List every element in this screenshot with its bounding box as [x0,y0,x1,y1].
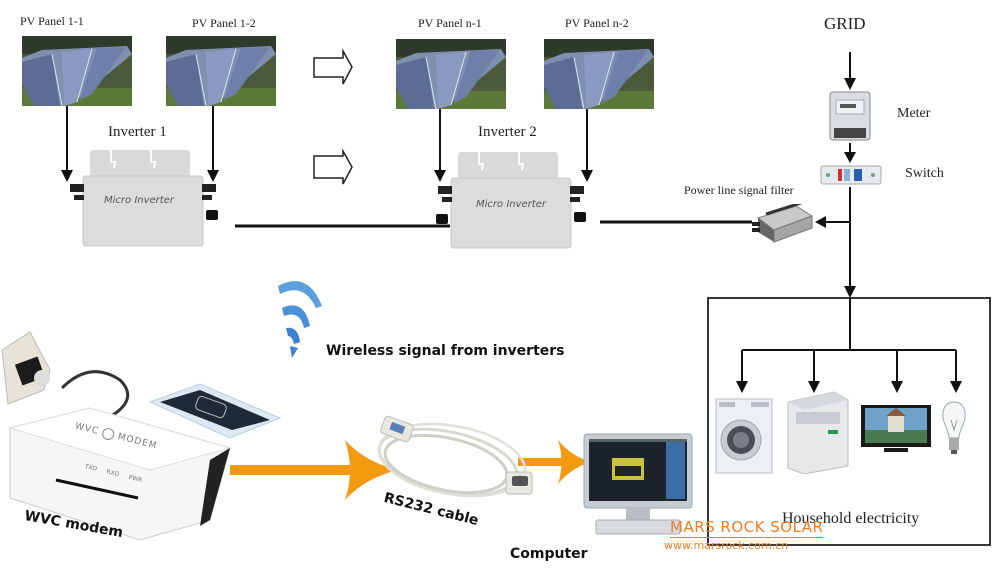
rs232-cable-icon [377,415,533,498]
meter-label: Meter [897,106,931,121]
top-load-washer-icon [787,391,849,474]
solar-panel-image [166,36,276,106]
computer-label: Computer [510,546,588,562]
panel-label-n-2: PV Panel n-2 [565,16,629,30]
arrowhead [61,170,73,182]
hollow-arrow-mid [313,148,353,185]
orange-arrow-cable-shaft [518,458,568,466]
modem-logo-icon [101,426,116,442]
arrowhead [808,381,820,393]
watermark-brand: MARS ROCK SOLAR [670,518,824,538]
arrowhead [815,216,826,228]
arrowhead [950,381,962,393]
arrowhead [736,381,748,393]
arrowhead [581,170,593,182]
arrowhead [844,152,856,163]
micro-inverter-icon [70,150,218,247]
filter-label: Power line signal filter [684,183,794,197]
panel-label-1-1: PV Panel 1-1 [20,14,84,28]
wireless-signal-icon [278,281,322,358]
inverter-1-title: Inverter 1 [108,124,167,140]
grid-label: GRID [824,14,866,33]
orange-arrow-modem-shaft [230,465,370,475]
inverter-device-text: Micro Inverter [476,199,546,210]
panel-label-1-2: PV Panel 1-2 [192,16,256,30]
micro-inverter-2: Micro Inverter [436,150,586,250]
watermark-url: www.marsrock.com.cn [664,539,789,552]
switch-label: Switch [905,166,944,181]
signal-filter-icon [752,204,814,243]
household-label: Household electricity [782,510,920,527]
orange-arrow-modem-head [345,440,398,500]
electric-meter-icon [829,91,871,141]
micro-inverter-1: Micro Inverter [68,148,218,248]
arrowhead [434,170,446,182]
micro-inverter-icon [436,152,586,249]
solar-panel-image [396,39,506,109]
arrowhead [844,286,856,298]
panel-label-n-1: PV Panel n-1 [418,16,482,30]
light-bulb-icon [942,401,966,454]
inverter-2-title: Inverter 2 [478,124,537,140]
television-icon [861,405,931,452]
front-load-washer-icon [715,398,773,474]
arrowhead [844,78,856,90]
solar-panel-image [544,39,654,109]
arrowhead [207,170,219,182]
wireless-label: Wireless signal from inverters [326,343,565,359]
switch-icon [820,165,882,185]
computer-icon [583,433,693,535]
solar-panel-image [22,36,132,106]
arrowhead [891,381,903,393]
orange-arrow-cable-head [558,440,590,484]
inverter-device-text: Micro Inverter [104,195,174,206]
wvc-modem-device [1,331,282,540]
hollow-arrow-top [313,48,353,85]
